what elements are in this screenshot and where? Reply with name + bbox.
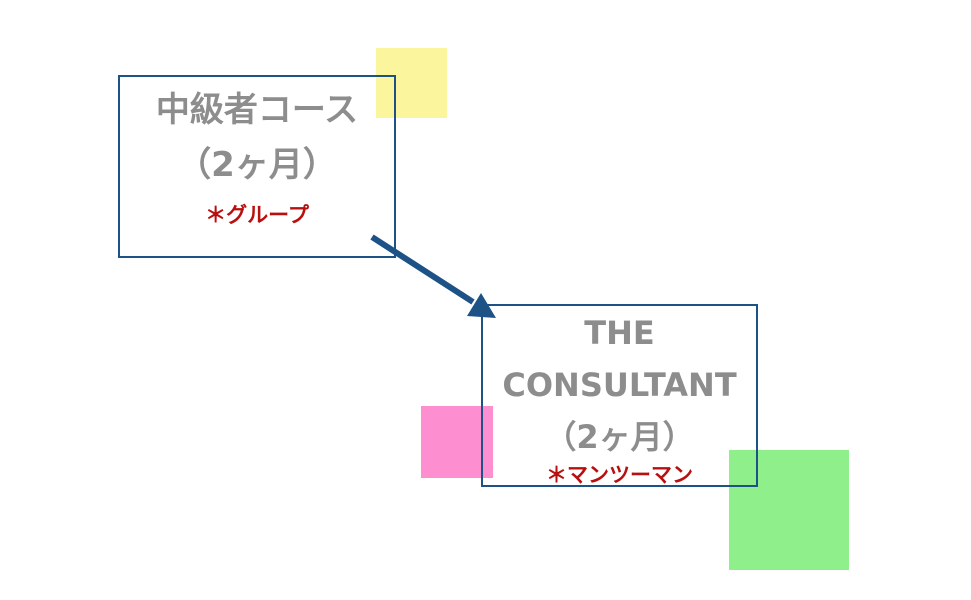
node-title-line1: THE: [584, 314, 655, 352]
decorative-green-square: [729, 450, 849, 570]
node-title-line2: CONSULTANT: [502, 365, 737, 404]
node-title-line2: （2ヶ月）: [177, 145, 337, 185]
node-subtitle: ＊マンツーマン: [546, 463, 693, 488]
decorative-yellow-square: [376, 48, 447, 118]
arrow-head: [467, 293, 496, 318]
arrow-shaft: [370, 234, 475, 305]
node-title-line1: 中級者コース: [155, 90, 359, 130]
node-intermediate-course: 中級者コース （2ヶ月） ＊グループ: [118, 75, 396, 258]
node-subtitle: ＊グループ: [205, 203, 309, 227]
node-title-line3: （2ヶ月）: [544, 417, 695, 456]
node-the-consultant: THE CONSULTANT （2ヶ月） ＊マンツーマン: [481, 304, 758, 487]
node-title: THE CONSULTANT （2ヶ月）: [502, 308, 736, 463]
